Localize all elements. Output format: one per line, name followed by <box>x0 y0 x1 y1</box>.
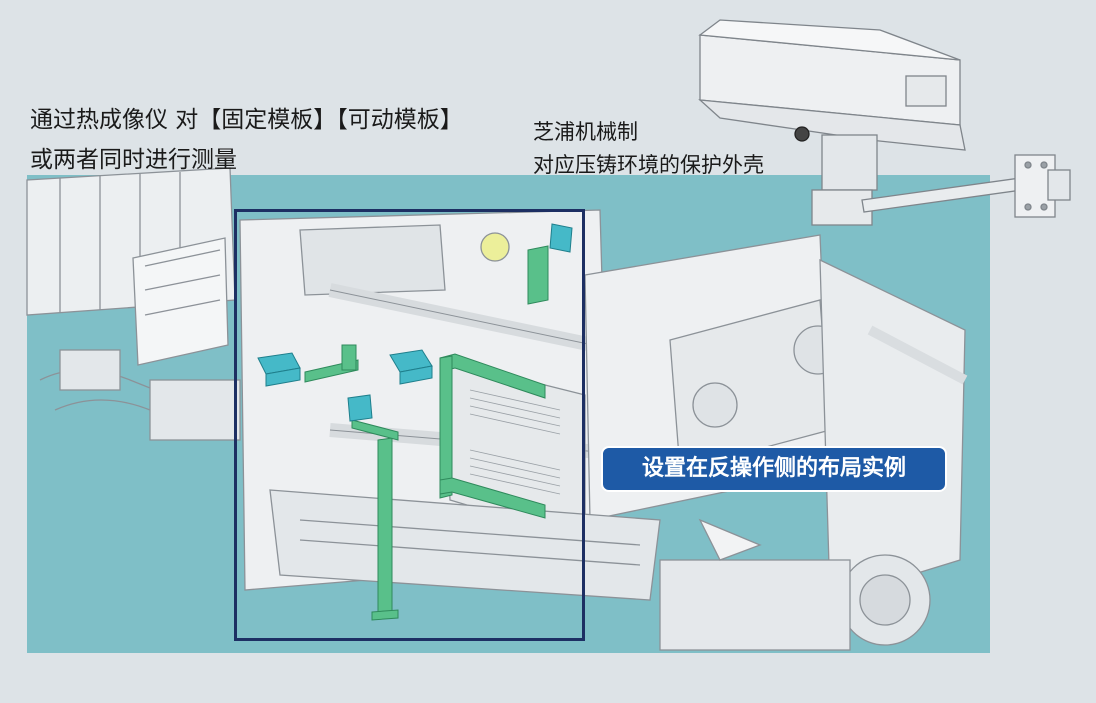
cabinet-door <box>132 237 229 366</box>
bracket-bottom-rail <box>439 477 546 519</box>
bracket-left-post <box>439 355 453 499</box>
housing-caption: 芝浦机械制 对应压铸环境的保护外壳 <box>533 116 764 182</box>
measurement-caption-line2: 或两者同时进行测量 <box>30 147 237 173</box>
layout-example-label: 设置在反操作侧的布局实例 <box>601 446 947 492</box>
camera-icon <box>549 223 573 253</box>
housing-arm <box>861 177 1023 213</box>
housing-caption-line2: 对应压铸环境的保护外壳 <box>533 153 764 177</box>
mounting-brackets <box>304 245 549 621</box>
housing-caption-line1: 芝浦机械制 <box>533 120 638 144</box>
protective-housing <box>698 19 1071 226</box>
highlight-frame <box>234 209 585 641</box>
measurement-caption-line1: 通过热成像仪 对【固定模板】【可动模板】 <box>30 107 463 133</box>
camera-icon <box>347 394 373 422</box>
measurement-caption: 通过热成像仪 对【固定模板】【可动模板】 或两者同时进行测量 <box>30 100 463 180</box>
thermal-cameras <box>257 223 573 422</box>
